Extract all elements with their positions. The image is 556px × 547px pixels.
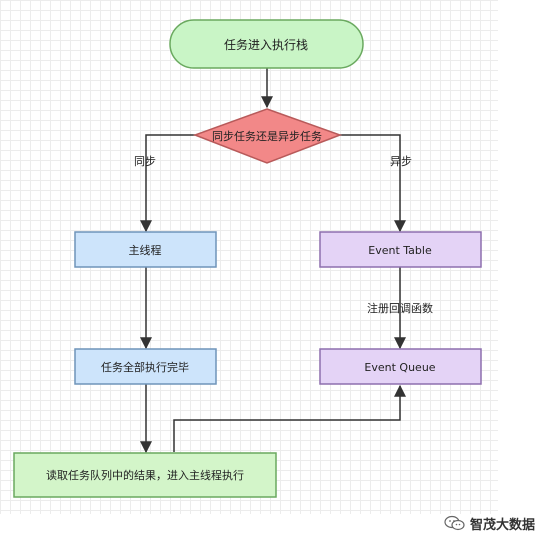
wechat-icon: [444, 515, 465, 531]
watermark: 智茂大数据: [444, 512, 554, 534]
node-read-queue: 读取任务队列中的结果，进入主线程执行: [13, 452, 277, 498]
edge-read-to-queue: [173, 384, 406, 452]
node-tasks-done: 任务全部执行完毕: [74, 348, 217, 385]
node-read-queue-label: 读取任务队列中的结果，进入主线程执行: [46, 468, 244, 482]
edge-label-register-callback: 注册回调函数: [367, 301, 433, 315]
node-event-queue: Event Queue: [319, 348, 482, 385]
edge-decision-to-event-table: [340, 134, 406, 233]
watermark-text: 智茂大数据: [470, 517, 536, 533]
node-event-table-label: Event Table: [368, 244, 432, 257]
node-event-table: Event Table: [319, 231, 482, 268]
edge-decision-to-main-thread: [140, 134, 195, 233]
edge-label-async: 异步: [390, 155, 412, 168]
node-main-thread-label: 主线程: [129, 243, 162, 257]
node-decision-label: 同步任务还是异步任务: [212, 130, 322, 143]
node-start: 任务进入执行栈: [169, 19, 364, 69]
node-event-queue-label: Event Queue: [364, 361, 435, 374]
node-main-thread: 主线程: [74, 231, 217, 268]
connectors: [140, 68, 406, 454]
edge-label-sync: 同步: [134, 155, 156, 168]
node-tasks-done-label: 任务全部执行完毕: [101, 360, 189, 374]
node-decision: 同步任务还是异步任务: [192, 108, 343, 164]
node-start-label: 任务进入执行栈: [224, 37, 308, 52]
